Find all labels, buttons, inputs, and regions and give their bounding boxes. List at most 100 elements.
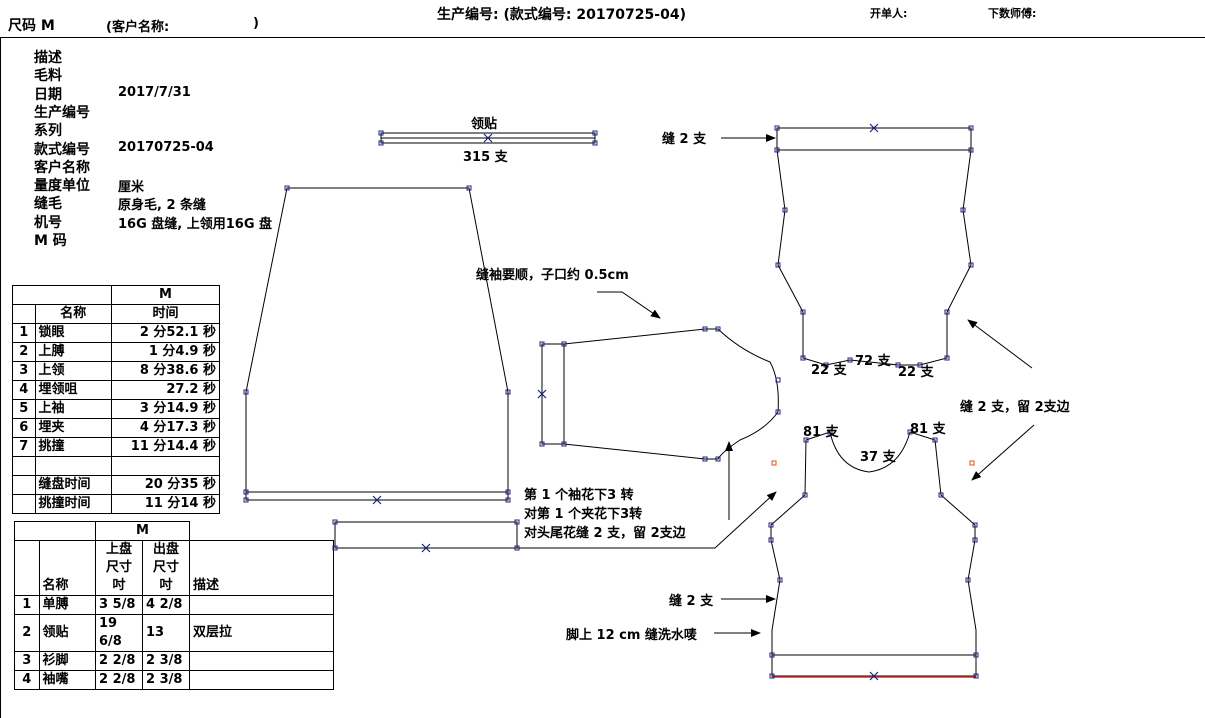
info-label: 日期 xyxy=(34,86,62,103)
customer-label: (客户名称: xyxy=(106,20,170,35)
node-point xyxy=(539,341,545,347)
node-point xyxy=(769,652,775,658)
node-point xyxy=(775,377,781,383)
header-divider xyxy=(0,37,1205,38)
customer-close: ) xyxy=(253,16,259,31)
left-border xyxy=(0,37,1,718)
info-value: 16G 盘缝, 上领用16G 盘 xyxy=(118,216,273,232)
node-point xyxy=(514,545,520,551)
hem-note: 脚上 12 cm 缝洗水唛 xyxy=(566,627,698,643)
node-point xyxy=(774,147,780,153)
master-label: 下数师傅: xyxy=(988,7,1037,20)
node-point xyxy=(938,492,944,498)
info-label: 描述 xyxy=(34,50,62,66)
info-label: 机号 xyxy=(34,214,62,231)
back-right-count: 22 支 xyxy=(898,364,935,380)
node-points xyxy=(243,125,979,679)
orange-markers xyxy=(771,460,975,466)
info-value: 2017/7/31 xyxy=(118,84,191,100)
node-point xyxy=(823,362,829,368)
linking-time-value: 11 分14 秒 xyxy=(111,494,220,514)
note-line-3: 对头尾花缝 2 支，留 2支边 xyxy=(524,525,687,541)
front-left-count: 81 支 xyxy=(803,424,840,440)
linking-time-label: 挑撞时间 xyxy=(34,494,112,514)
node-point xyxy=(505,489,511,495)
sleeve-shape xyxy=(245,187,509,501)
node-point xyxy=(965,577,971,583)
node-point xyxy=(592,130,598,136)
node-point xyxy=(802,492,808,498)
note-line-2: 对第 1 个夹花下3转 xyxy=(524,506,642,522)
issuer-label: 开单人: xyxy=(870,7,908,20)
node-point xyxy=(715,456,721,462)
node-point xyxy=(505,497,511,503)
sleeve-note: 缝袖要顺，子口约 0.5cm xyxy=(476,267,629,283)
sleeve-cap-shape xyxy=(541,328,779,460)
info-label: 量度单位 xyxy=(34,178,90,195)
node-point xyxy=(332,545,338,551)
node-point xyxy=(944,309,950,315)
node-point xyxy=(702,326,708,332)
size-col-name: 名称 xyxy=(38,540,96,596)
info-label: 客户名称 xyxy=(34,159,90,176)
node-point xyxy=(514,519,520,525)
node-point xyxy=(968,147,974,153)
node-point xyxy=(827,429,833,435)
collar-count: 315 支 xyxy=(463,149,509,165)
back-left-count: 22 支 xyxy=(811,362,848,378)
node-point xyxy=(960,207,966,213)
node-point xyxy=(769,673,775,679)
node-point xyxy=(973,673,979,679)
node-point xyxy=(968,125,974,131)
node-point xyxy=(847,357,853,363)
node-point xyxy=(917,362,923,368)
info-value: 20170725-04 xyxy=(118,139,214,155)
node-point xyxy=(768,537,774,543)
info-label: M 码 xyxy=(34,233,67,249)
node-point xyxy=(378,130,384,136)
node-point xyxy=(592,140,598,146)
node-point xyxy=(972,537,978,543)
node-point xyxy=(702,456,708,462)
node-point xyxy=(561,441,567,447)
node-point xyxy=(777,577,783,583)
info-label: 系列 xyxy=(34,123,62,140)
production-number: 生产编号: (款式编号: 20170725-04) xyxy=(437,7,686,23)
node-point xyxy=(973,652,979,658)
node-point xyxy=(332,519,338,525)
back-panel-shape xyxy=(776,127,972,366)
node-point xyxy=(243,389,249,395)
node-point xyxy=(968,262,974,268)
back-mid-count: 72 支 xyxy=(855,353,892,369)
node-point xyxy=(775,409,781,415)
node-point xyxy=(803,437,809,443)
collar-label: 领贴 xyxy=(471,116,497,132)
node-point xyxy=(768,522,774,528)
info-label: 款式编号 xyxy=(34,141,90,158)
node-point xyxy=(775,262,781,268)
info-label: 生产编号 xyxy=(34,104,90,121)
node-point xyxy=(800,309,806,315)
node-point xyxy=(466,185,472,191)
node-point xyxy=(539,441,545,447)
table-row: M xyxy=(12,285,220,305)
node-point xyxy=(561,341,567,347)
node-point xyxy=(243,489,249,495)
node-point xyxy=(774,125,780,131)
node-point xyxy=(782,207,788,213)
node-point xyxy=(378,140,384,146)
info-label: 缝毛 xyxy=(34,196,62,213)
center-markers xyxy=(372,123,879,681)
size-col-in: 上盘 尺寸 吋 xyxy=(95,540,143,596)
back-top-note: 缝 2 支 xyxy=(662,131,707,147)
size-label: 尺码 M xyxy=(8,18,55,34)
